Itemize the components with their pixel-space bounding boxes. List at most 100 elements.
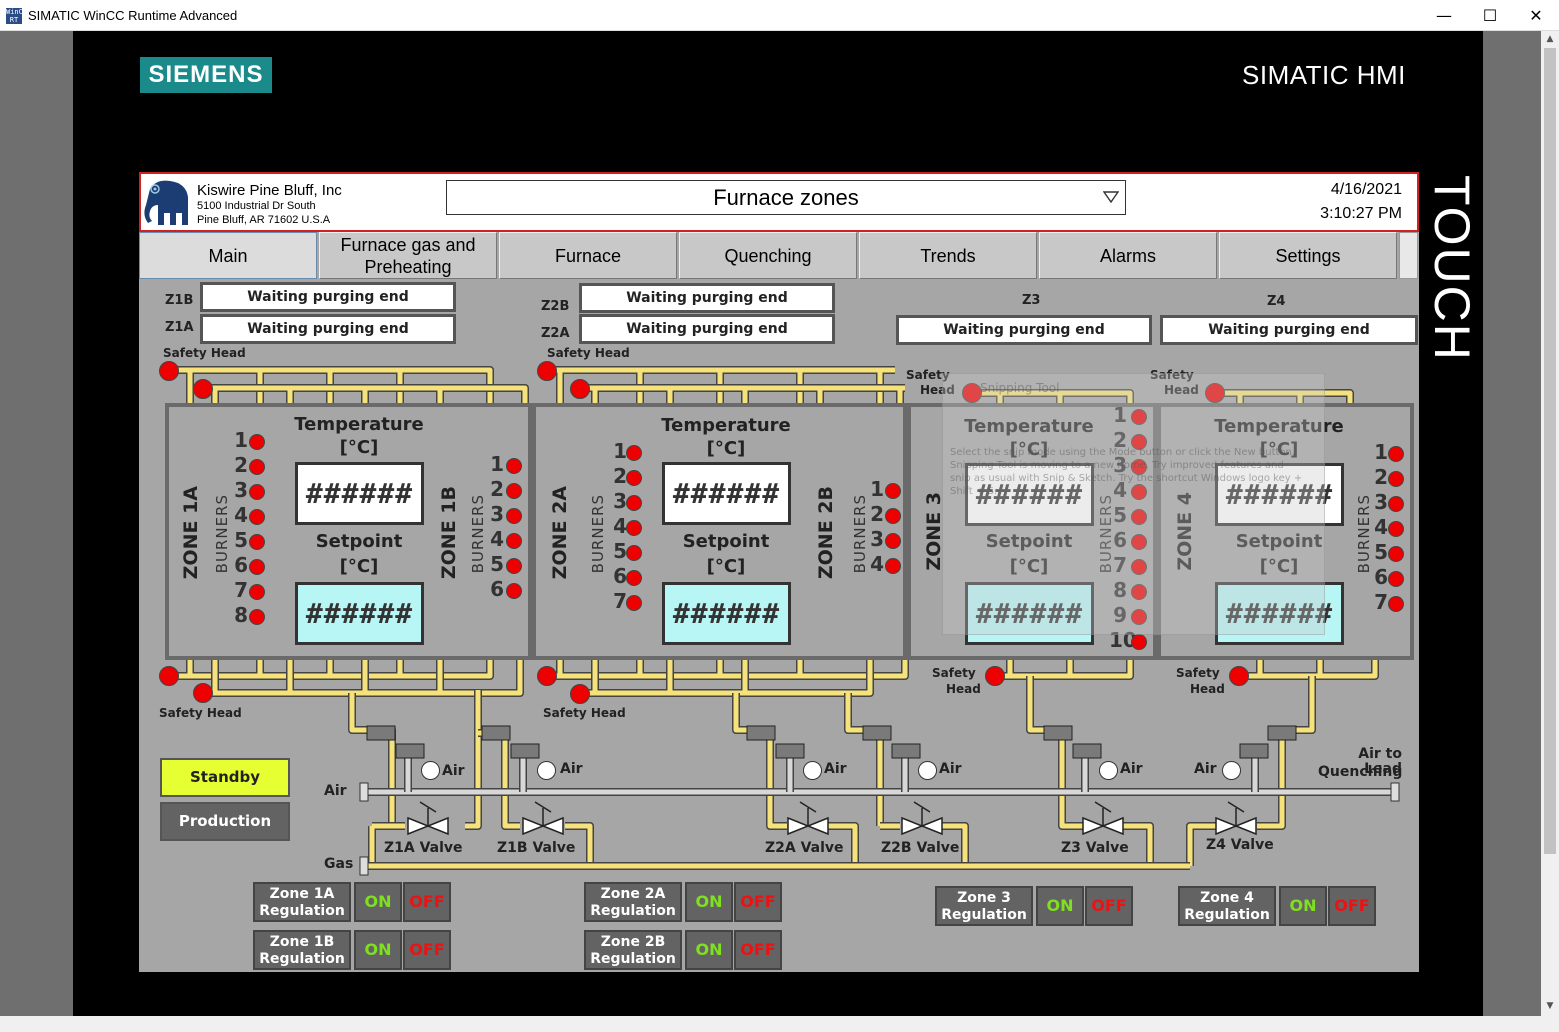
burner-number: 5 [1113,503,1127,527]
setpoint-unit: [°C] [1009,556,1049,577]
scroll-up-arrow-icon[interactable]: ▲ [1546,34,1554,44]
zone-2-panel [532,403,907,660]
tab-furnace[interactable]: Furnace [499,232,677,279]
maximize-button[interactable]: ☐ [1482,6,1498,25]
zone-2a-on-button[interactable]: ON [685,882,733,922]
burner-status-lamp [506,458,522,474]
z3-tag: Z3 [1022,293,1041,308]
zone-3-off-button[interactable]: OFF [1085,886,1133,926]
safety-head-label: Safety Head [547,346,630,360]
window-titlebar: WinCC RT SIMATIC WinCC Runtime Advanced … [0,0,1559,31]
zone-3-on-button[interactable]: ON [1036,886,1084,926]
burner-number: 6 [1374,565,1388,589]
zone-1b-off-button[interactable]: OFF [403,930,451,970]
zone-2b-label: ZONE 2B [815,486,837,580]
burner-status-lamp [885,533,901,549]
zone-1b-regulation-label: Zone 1B Regulation [253,930,351,970]
burner-status-lamp [249,609,265,625]
production-button[interactable]: Production [160,802,290,841]
burner-status-lamp [506,483,522,499]
head-label: Head [1164,383,1199,397]
burner-status-lamp [626,545,642,561]
screen-title: Furnace zones [713,185,859,210]
tab-quenching[interactable]: Quenching [679,232,857,279]
burner-status-lamp [249,534,265,550]
burner-status-lamp [249,459,265,475]
time-display: 3:10:27 PM [1320,205,1402,222]
tab-main[interactable]: Main [139,232,317,279]
zone-1-setpoint-input[interactable]: ###### [295,582,424,645]
touch-label: TOUCH [1424,175,1480,362]
burners-label: BURNERS [213,494,231,574]
zone-2a-off-button[interactable]: OFF [734,882,782,922]
air-blower-icon [1099,761,1118,780]
zone-1a-on-button[interactable]: ON [354,882,402,922]
zone-4-setpoint-input[interactable]: ###### [1215,582,1344,645]
zone-1b-on-button[interactable]: ON [354,930,402,970]
safety-head-lamp [985,666,1005,686]
z3-valve-label: Z3 Valve [1061,840,1129,856]
tab-trends[interactable]: Trends [859,232,1037,279]
head-label: Head [920,383,955,397]
burner-number: 8 [234,603,248,627]
gas-header-label: Gas [324,856,354,872]
burner-number: 3 [1374,490,1388,514]
burner-number: 1 [234,428,248,452]
screen-selector-dropdown[interactable]: Furnace zones [446,180,1126,215]
head-label: Head [946,682,981,696]
temperature-unit: [°C] [1259,439,1299,460]
safety-head-lamp [1229,666,1249,686]
zone-4-on-button[interactable]: ON [1279,886,1327,926]
burner-number: 4 [490,527,504,551]
burner-status-lamp [1131,584,1147,600]
burner-number: 4 [1374,515,1388,539]
vertical-scrollbar-thumb[interactable] [1544,48,1556,854]
burner-number: 4 [870,552,884,576]
scroll-down-arrow-icon[interactable]: ▼ [1546,1001,1554,1011]
air-to-lead-label: Air to Lead [1358,746,1402,777]
burner-status-lamp [1131,409,1147,425]
setpoint-unit: [°C] [339,556,379,577]
zone-2-temperature-value: ###### [662,462,791,525]
horizontal-scrollbar[interactable] [0,1016,1559,1032]
company-address-line2: Pine Bluff, AR 71602 U.S.A [197,214,331,226]
close-button[interactable]: ✕ [1529,6,1543,25]
zone-1b-label: ZONE 1B [438,486,460,580]
tab-furnace-gas[interactable]: Furnace gas and Preheating [319,232,497,279]
zone-2b-off-button[interactable]: OFF [734,930,782,970]
zone-2b-on-button[interactable]: ON [685,930,733,970]
zone-1a-off-button[interactable]: OFF [403,882,451,922]
zone-2a-regulation-label: Zone 2A Regulation [584,882,682,922]
burner-status-lamp [506,558,522,574]
simatic-hmi-label: SIMATIC HMI [1242,60,1406,90]
zone-3-setpoint-input[interactable]: ###### [965,582,1094,645]
right-margin [1483,31,1541,1016]
burner-number: 7 [234,578,248,602]
minimize-button[interactable]: — [1436,6,1452,25]
burner-number: 4 [1113,478,1127,502]
burner-status-lamp [1131,559,1147,575]
nav-scrollbar[interactable] [1399,232,1418,279]
burner-number: 2 [1113,428,1127,452]
zone-2-setpoint-input[interactable]: ###### [662,582,791,645]
burner-status-lamp [1388,546,1404,562]
tab-settings[interactable]: Settings [1219,232,1397,279]
tab-alarms[interactable]: Alarms [1039,232,1217,279]
zone-4-off-button[interactable]: OFF [1328,886,1376,926]
standby-button[interactable]: Standby [160,758,290,797]
temperature-unit: [°C] [339,437,379,458]
burner-number: 8 [1113,578,1127,602]
snipping-tool-overlay [942,373,1325,635]
burner-number: 1 [613,439,627,463]
burner-number: 1 [1374,440,1388,464]
z2a-status: Waiting purging end [579,314,835,344]
safety-head-lamp [1205,383,1225,403]
safety-head-label: Safety Head [159,706,242,720]
z4-valve-label: Z4 Valve [1206,837,1274,853]
burner-number: 3 [490,502,504,526]
burner-number: 1 [870,477,884,501]
temperature-label: Temperature [661,415,791,436]
z4-status: Waiting purging end [1160,315,1418,345]
zone-3-regulation-label: Zone 3 Regulation [935,886,1033,926]
